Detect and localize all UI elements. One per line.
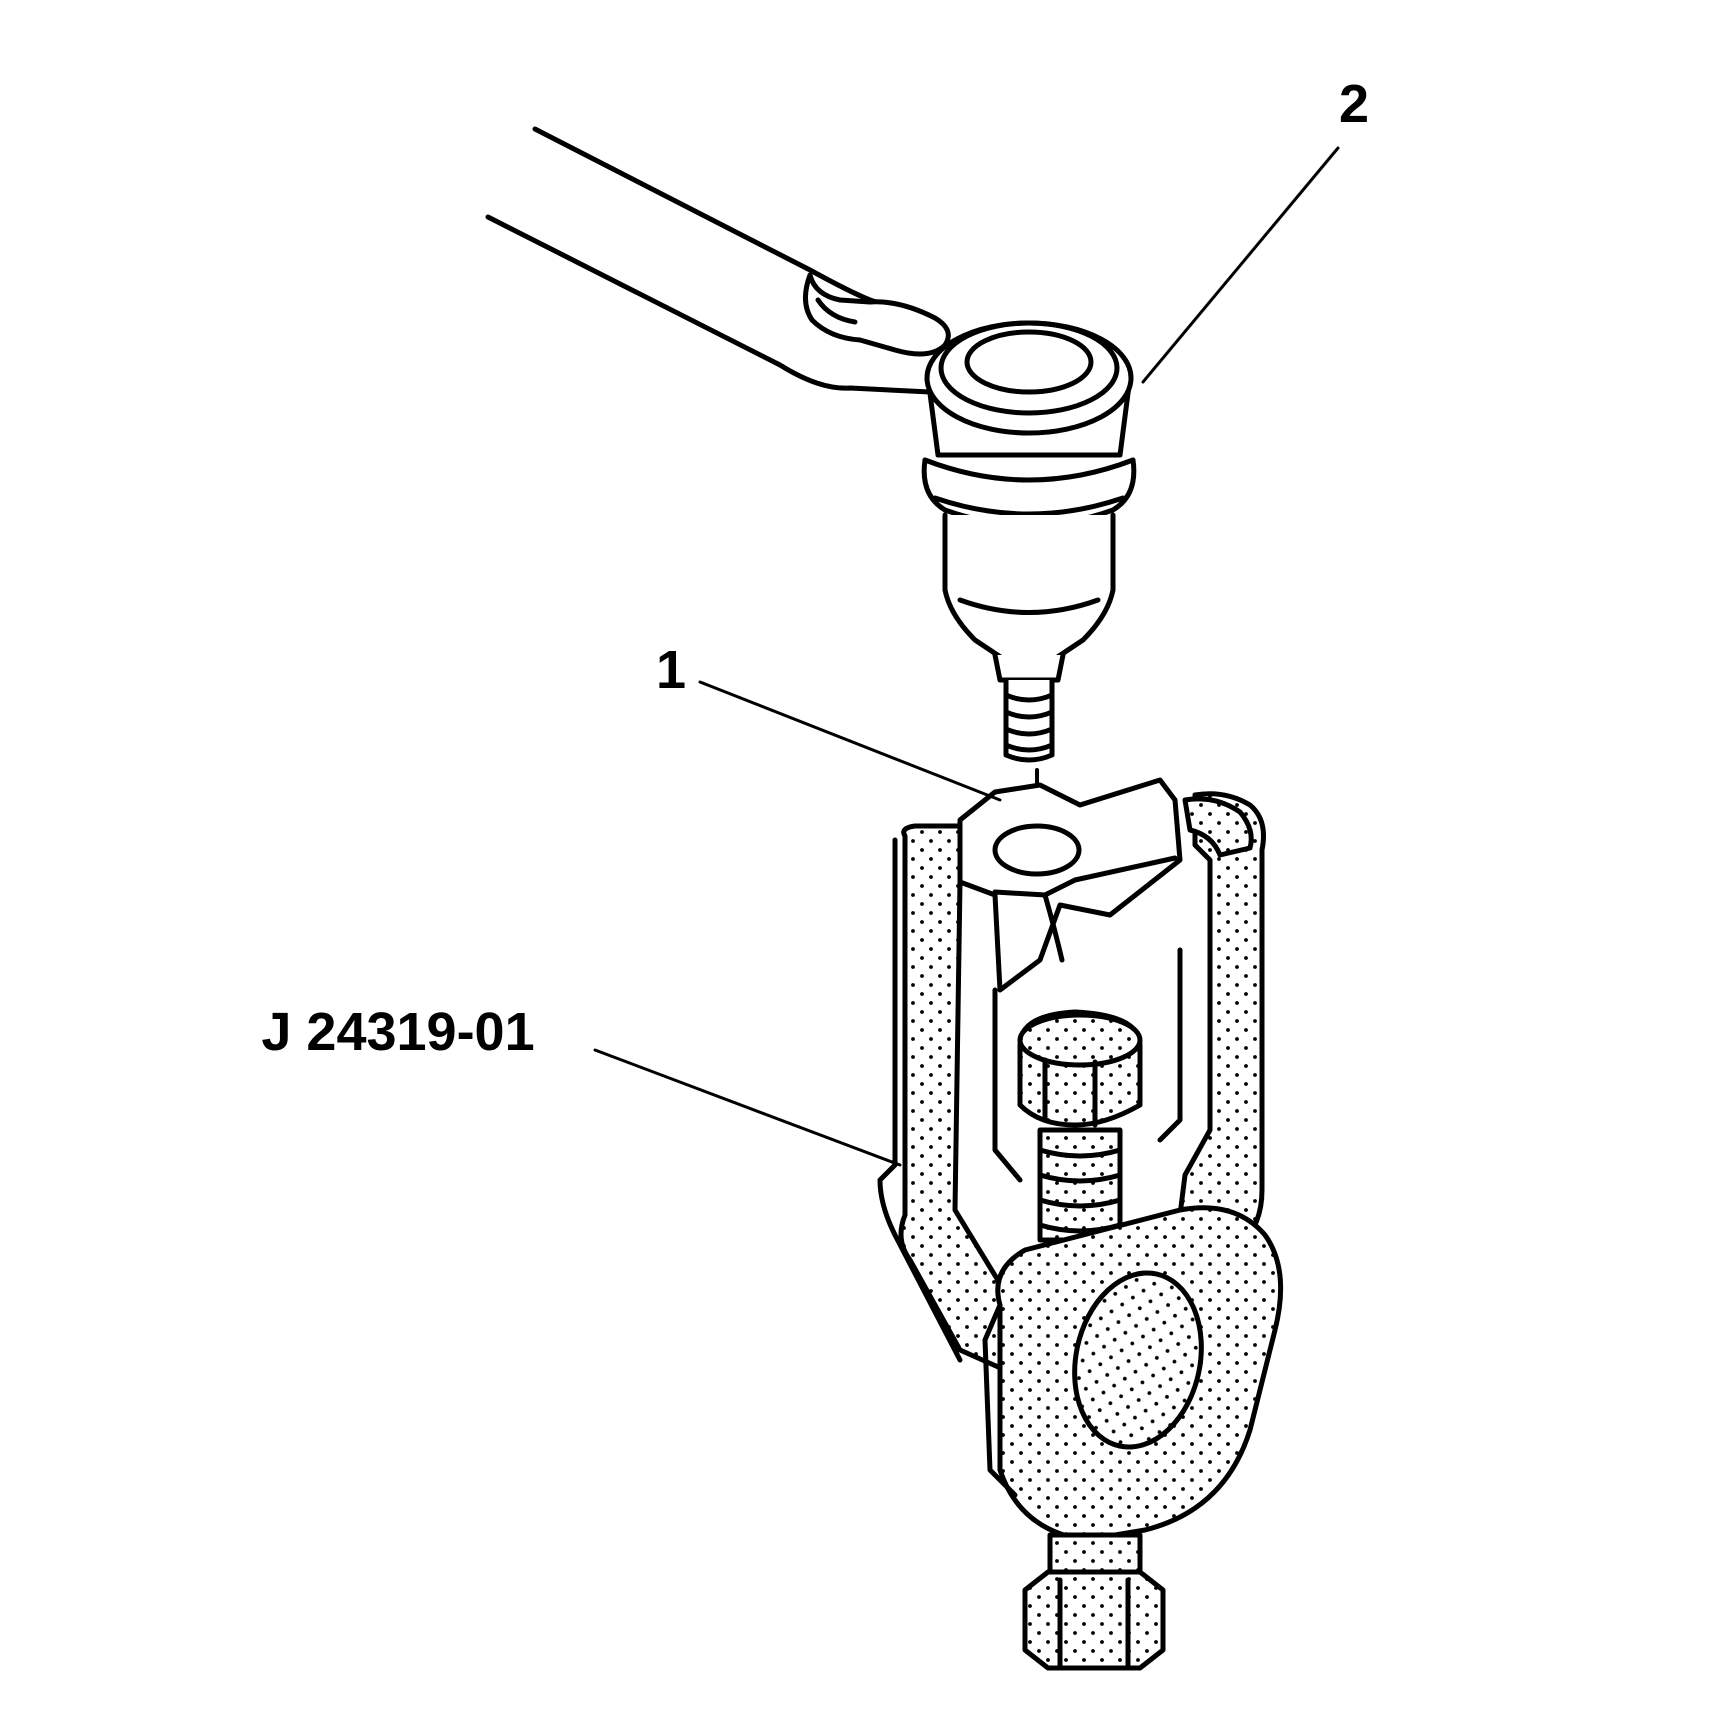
puller-tool [877, 777, 1284, 1671]
callout-label-1: 1 [656, 640, 686, 700]
leader-line-tool [593, 1048, 902, 1167]
tool-number-label: J 24319-01 [261, 1002, 534, 1062]
tie-rod-arm [485, 126, 951, 395]
tie-rod-end [921, 320, 1137, 844]
leader-line-1 [698, 680, 1002, 802]
leader-line-2 [1141, 146, 1340, 384]
callout-label-2: 2 [1339, 74, 1369, 134]
